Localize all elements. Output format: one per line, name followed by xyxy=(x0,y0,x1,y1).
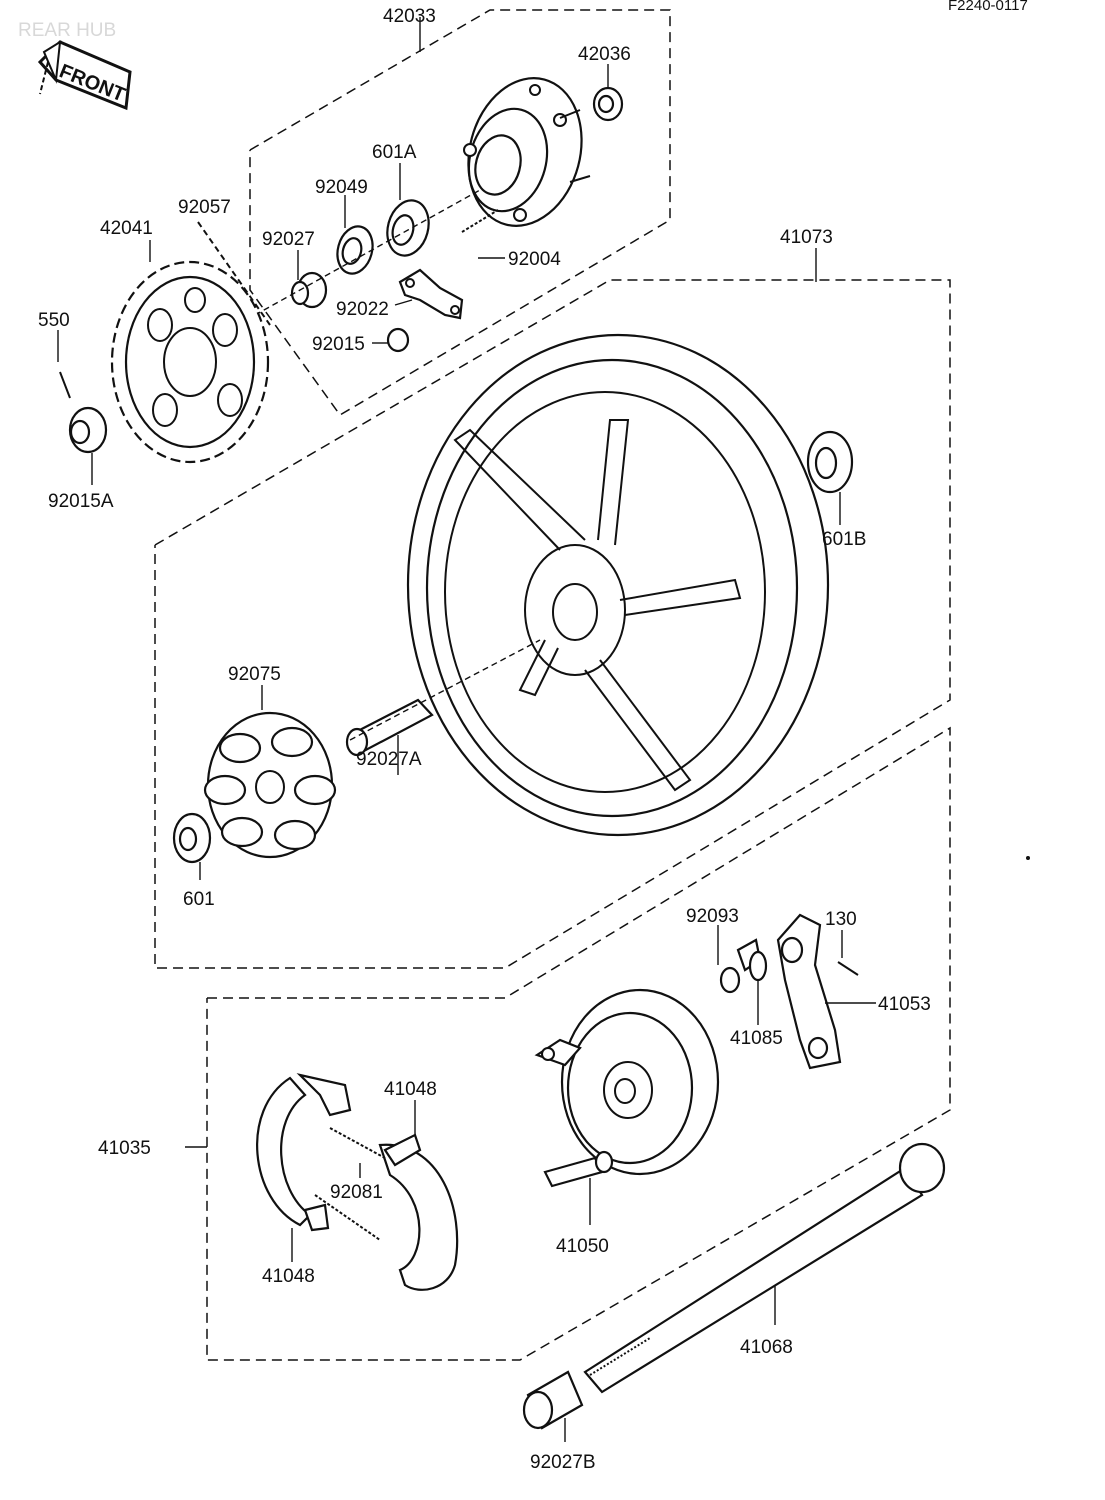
nut-92015 xyxy=(386,327,410,353)
brake-group-outline xyxy=(206,726,951,1361)
wheel-41073 xyxy=(406,333,830,837)
label-41053: 41053 xyxy=(878,994,931,1015)
label-42036: 42036 xyxy=(578,44,631,65)
wheel-group-outline xyxy=(154,279,951,969)
label-92015A: 92015A xyxy=(48,491,114,512)
label-41035: 41035 xyxy=(98,1138,151,1159)
label-41085: 41085 xyxy=(730,1028,783,1049)
diagram-title: REAR HUB xyxy=(18,20,116,41)
label-41073: 41073 xyxy=(780,227,833,248)
nut-42036 xyxy=(592,86,624,122)
bolt-130 xyxy=(837,961,859,976)
brake-shoe-lower-41048 xyxy=(256,1073,352,1232)
label-92081: 92081 xyxy=(330,1182,383,1203)
speck xyxy=(1026,856,1030,860)
label-92075: 92075 xyxy=(228,664,281,685)
label-41050: 41050 xyxy=(556,1236,609,1257)
collar-92027A xyxy=(345,698,434,757)
bearing-601 xyxy=(172,812,212,864)
stud-92057 xyxy=(197,221,271,326)
label-41048-bottom: 41048 xyxy=(262,1266,315,1287)
indicator-41085 xyxy=(748,950,768,982)
damper-92075 xyxy=(203,711,337,859)
stud-92004 xyxy=(461,209,499,233)
label-92015: 92015 xyxy=(312,334,365,355)
lock-plate-92022 xyxy=(398,268,464,320)
label-42033: 42033 xyxy=(383,6,436,27)
label-41068: 41068 xyxy=(740,1337,793,1358)
castle-nut-92015A xyxy=(68,406,108,454)
label-92093: 92093 xyxy=(686,906,739,927)
brake-shoe-upper-41048 xyxy=(378,1133,459,1291)
sprocket-42041 xyxy=(110,260,270,464)
label-92004: 92004 xyxy=(508,249,561,270)
label-92027B: 92027B xyxy=(530,1452,596,1473)
collar-92027 xyxy=(290,271,328,309)
diagram-code: F2240-0117 xyxy=(948,0,1028,14)
label-92022: 92022 xyxy=(336,299,389,320)
cam-lever-41053 xyxy=(776,913,842,1070)
label-601: 601 xyxy=(183,889,215,910)
label-92027: 92027 xyxy=(262,229,315,250)
label-42041: 42041 xyxy=(100,218,153,239)
sprocket-hub-group-outline xyxy=(249,9,671,416)
label-92057: 92057 xyxy=(178,197,231,218)
label-41048-top: 41048 xyxy=(384,1079,437,1100)
label-601A: 601A xyxy=(372,142,417,163)
front-arrow-icon: FRONT xyxy=(37,40,132,111)
sprocket-coupling-42033 xyxy=(463,77,591,227)
bearing-601B xyxy=(806,430,854,494)
label-130: 130 xyxy=(825,909,857,930)
bearing-601A xyxy=(386,199,430,257)
label-92049: 92049 xyxy=(315,177,368,198)
label-550: 550 xyxy=(38,310,70,331)
collar-92027B xyxy=(522,1370,584,1430)
brake-panel-41035 xyxy=(534,988,720,1176)
oil-seal-92049 xyxy=(336,225,374,275)
spring-92081 xyxy=(314,1127,386,1241)
seal-92093 xyxy=(719,938,762,994)
cotter-pin-550 xyxy=(59,371,71,399)
axle-41068 xyxy=(583,1142,946,1394)
brake-cam-41050 xyxy=(543,1150,614,1188)
label-601B: 601B xyxy=(822,529,866,550)
label-92027A: 92027A xyxy=(356,749,422,770)
